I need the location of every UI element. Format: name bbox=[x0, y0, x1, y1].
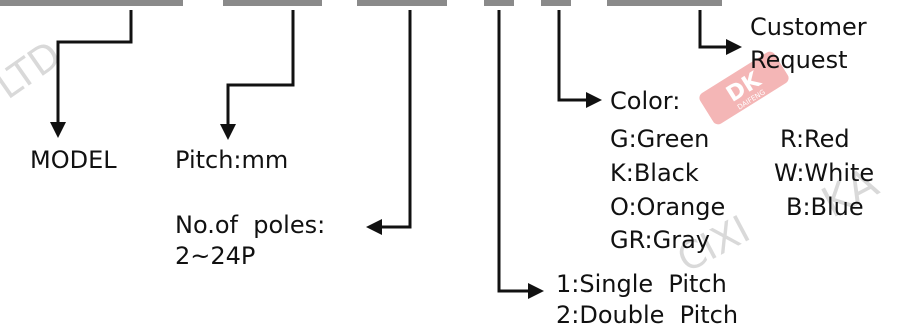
poles-label-line1: No.of poles: bbox=[175, 211, 326, 239]
arrow-right-color-icon bbox=[586, 92, 602, 108]
arrow-right-pitch-type-icon bbox=[528, 283, 544, 299]
segment-bar-model bbox=[0, 0, 183, 6]
pitch-type-line2: 2:Double Pitch bbox=[556, 301, 739, 329]
arrow-left-poles-icon bbox=[366, 219, 382, 235]
header-bars bbox=[0, 0, 722, 6]
color-option: G:Green bbox=[610, 125, 710, 153]
arrow-right-customer-icon bbox=[726, 39, 742, 55]
segment-bar-poles bbox=[357, 0, 447, 6]
color-option: O:Orange bbox=[610, 193, 726, 221]
color-title: Color: bbox=[610, 87, 681, 115]
leader-pitch-type bbox=[497, 10, 528, 293]
color-option: K:Black bbox=[610, 159, 699, 187]
customer-request-line2: Request bbox=[750, 46, 848, 74]
customer-request-line1: Customer bbox=[750, 13, 867, 41]
arrow-down-pitch-icon bbox=[220, 124, 236, 140]
pitch-label: Pitch:mm bbox=[175, 146, 289, 174]
leader-color bbox=[557, 10, 586, 102]
color-option: W:White bbox=[774, 159, 875, 187]
pitch-type-line1: 1:Single Pitch bbox=[556, 270, 727, 298]
arrow-down-model-icon bbox=[50, 122, 66, 138]
color-option: B:Blue bbox=[786, 193, 864, 221]
color-option: GR:Gray bbox=[610, 226, 710, 254]
leader-pitch bbox=[226, 10, 295, 124]
poles-label-line2: 2~24P bbox=[175, 242, 256, 270]
model-label: MODEL bbox=[30, 146, 117, 174]
leader-customer bbox=[698, 10, 726, 49]
leader-model bbox=[56, 10, 133, 122]
segment-bar-color bbox=[541, 0, 571, 6]
segment-bar-customer bbox=[607, 0, 722, 6]
color-option: R:Red bbox=[780, 125, 850, 153]
segment-bar-pitch bbox=[223, 0, 322, 6]
segment-bar-pitch-type bbox=[484, 0, 514, 6]
leader-poles bbox=[382, 10, 412, 229]
